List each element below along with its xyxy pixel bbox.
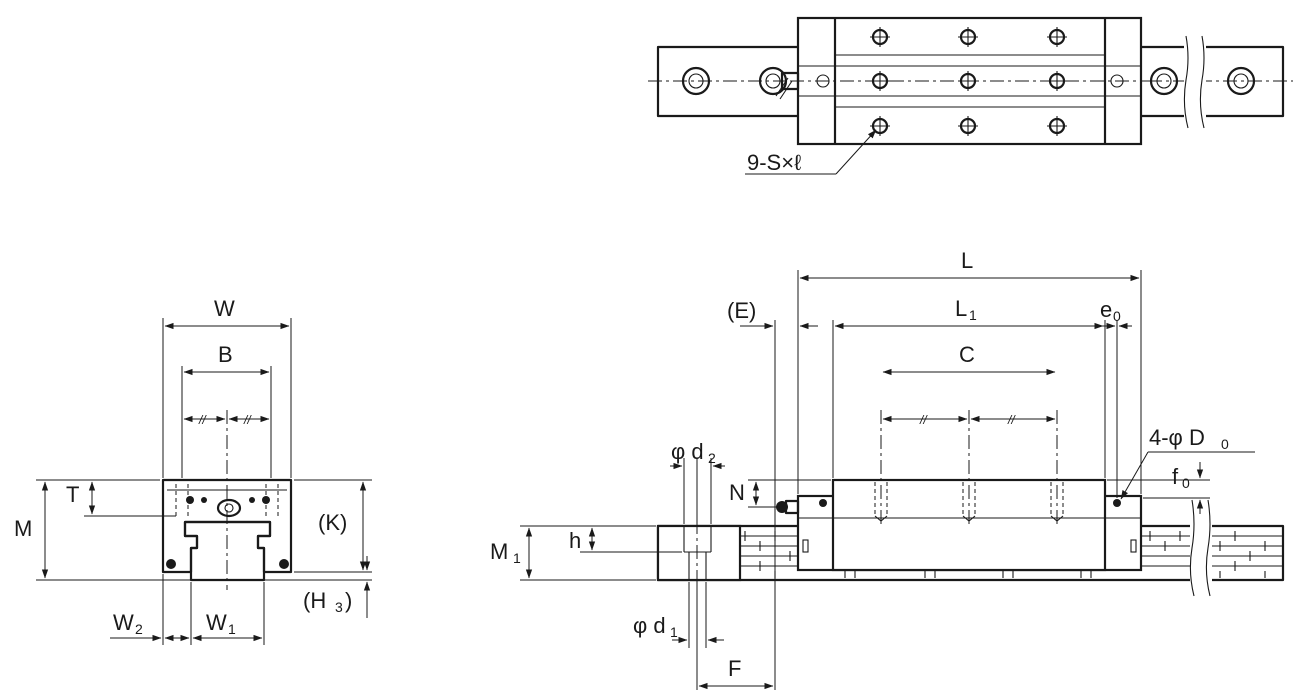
svg-text:1: 1 [513, 550, 521, 566]
svg-text://: // [198, 413, 207, 427]
svg-text://: // [243, 413, 252, 427]
dim-L: L [961, 248, 973, 273]
svg-text:3: 3 [335, 599, 343, 615]
grease-nipple-top [775, 71, 800, 100]
dim-T: T [66, 482, 79, 507]
svg-text://: // [1007, 413, 1016, 427]
svg-text:4-φ D: 4-φ D [1149, 425, 1205, 450]
svg-text:1: 1 [670, 624, 678, 640]
tapped-hole-4 [870, 71, 890, 91]
tapped-hole-6 [1047, 71, 1067, 91]
tapped-hole-5 [958, 71, 978, 91]
svg-text:φ d: φ d [671, 439, 704, 464]
dim-C: C [959, 342, 975, 367]
dim-M: M [14, 516, 32, 541]
svg-text:0: 0 [1221, 436, 1229, 452]
dim-E: (E) [727, 298, 756, 323]
svg-text:f: f [1172, 464, 1179, 489]
rail-hole-1 [681, 66, 711, 96]
dim-e0: e 0 [1100, 297, 1121, 324]
dim-f0: f 0 [1172, 464, 1190, 491]
tapped-hole-1 [870, 27, 890, 47]
rail-end-outline [183, 520, 272, 582]
end-view: W B // // M T (K) (H 3 ) W 2 [14, 296, 372, 645]
screw-spec-label: 9-S×ℓ [747, 150, 802, 175]
tapped-hole-3 [1047, 27, 1067, 47]
svg-text:2: 2 [708, 450, 716, 466]
dim-h: h [569, 528, 581, 553]
dim-N: N [729, 480, 745, 505]
svg-text://: // [919, 413, 928, 427]
tapped-hole-2 [958, 27, 978, 47]
rail-break-side [1189, 499, 1212, 597]
dim-d1: φ d 1 [633, 613, 678, 640]
dim-H3: (H 3 ) [303, 588, 352, 615]
dim-D0: 4-φ D 0 [1149, 425, 1229, 452]
side-view: L L 1 (E) e 0 C // // 4-φ D 0 [490, 248, 1285, 690]
dim-W: W [214, 296, 235, 321]
dim-F: F [728, 656, 741, 681]
svg-text:W: W [206, 610, 227, 635]
tapped-hole-7 [870, 116, 890, 136]
top-view: 9-S×ℓ [648, 16, 1293, 175]
tapped-hole-9 [1047, 116, 1067, 136]
svg-text:(H: (H [303, 588, 326, 613]
dim-d2: φ d 2 [671, 439, 716, 466]
svg-text:φ d: φ d [633, 613, 666, 638]
dim-W1: W 1 [206, 610, 236, 637]
rail-hole-4 [1226, 66, 1256, 96]
dim-M1: M 1 [490, 539, 521, 566]
svg-text:2: 2 [135, 621, 143, 637]
svg-text:0: 0 [1113, 308, 1121, 324]
svg-text:): ) [345, 588, 352, 613]
svg-text:W: W [113, 610, 134, 635]
dim-W2: W 2 [113, 610, 143, 637]
dim-L1: L 1 [955, 296, 977, 323]
rail-break-top [1183, 35, 1206, 129]
svg-text:1: 1 [228, 621, 236, 637]
svg-text:e: e [1100, 297, 1112, 322]
dim-B: B [218, 342, 233, 367]
tapped-hole-8 [958, 116, 978, 136]
svg-text:1: 1 [969, 307, 977, 323]
dim-K: (K) [318, 510, 347, 535]
svg-text:L: L [955, 296, 967, 321]
rail-hole-3 [1149, 66, 1179, 96]
svg-text:M: M [490, 539, 508, 564]
svg-text:0: 0 [1182, 475, 1190, 491]
